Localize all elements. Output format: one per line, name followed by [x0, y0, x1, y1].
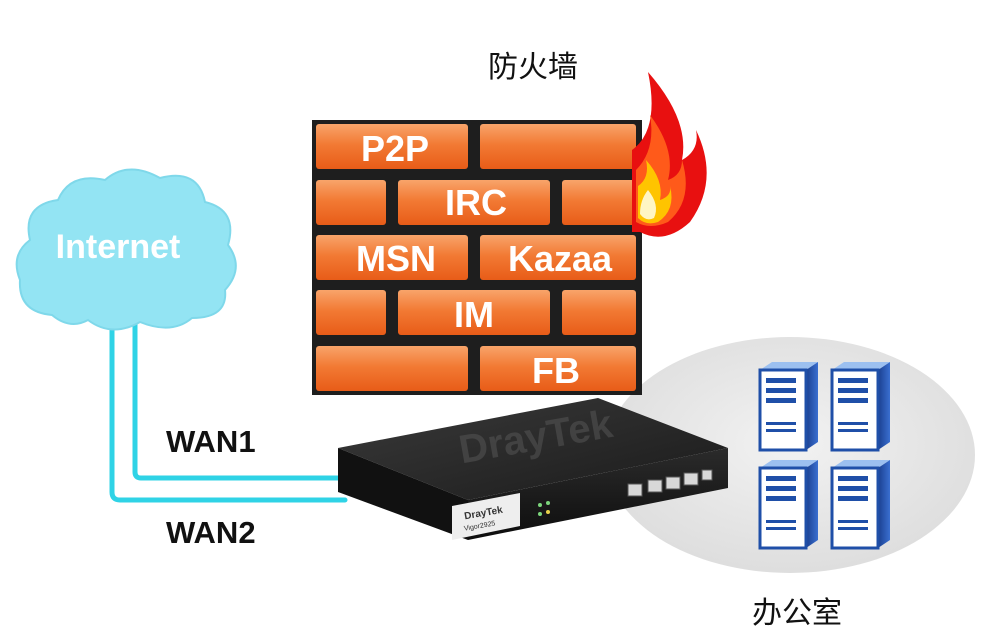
diagram-canvas: P2P IRC MSN Kazaa IM FB Internet DrayTek… [15, 72, 975, 573]
server-icon [830, 362, 890, 452]
flame-icon [632, 72, 707, 237]
brick-label-p2p: P2P [361, 128, 429, 169]
firewall-title: 防火墙 [488, 50, 578, 85]
brick-label-im: IM [454, 294, 494, 335]
brick-label-fb: FB [532, 350, 580, 391]
cloud-icon [15, 168, 237, 331]
server-icon [830, 460, 890, 550]
brick-label-irc: IRC [445, 182, 507, 223]
internet-label: Internet [56, 228, 181, 266]
router-device [338, 398, 728, 540]
wan1-label: WAN1 [166, 424, 256, 459]
server-icon [758, 362, 818, 452]
brick-label-kazaa: Kazaa [508, 238, 613, 279]
office-servers [758, 362, 890, 550]
wan1-cable [132, 297, 348, 481]
server-icon [758, 460, 818, 550]
wan2-label: WAN2 [166, 515, 256, 550]
wan-cables [109, 297, 348, 503]
brick-label-msn: MSN [356, 238, 436, 279]
firewall-wall [312, 120, 642, 395]
office-label: 办公室 [752, 596, 842, 631]
wan2-cable [109, 297, 348, 503]
